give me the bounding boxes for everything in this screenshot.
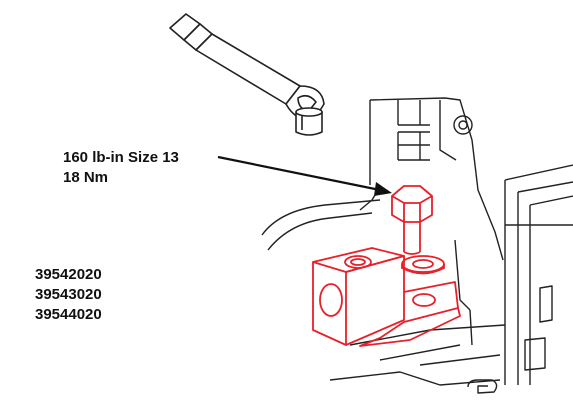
torque-value-lbin: 160 lb-in Size 13	[63, 149, 179, 166]
torque-specification: 160 lb-in Size 13 18 Nm	[63, 148, 179, 188]
leader-arrow	[217, 155, 392, 196]
breaker-housing	[261, 97, 573, 394]
part-number: 39543020	[35, 286, 102, 303]
torque-value-nm: 18 Nm	[63, 169, 109, 186]
washer	[401, 255, 445, 275]
part-number: 39544020	[35, 306, 102, 323]
part-number-list: 39542020 39543020 39544020	[35, 265, 102, 325]
socket-wrench-icon	[169, 13, 325, 136]
lug-terminal-icon	[312, 247, 461, 347]
part-number: 39542020	[35, 266, 102, 283]
hex-bolt-icon	[391, 185, 433, 255]
